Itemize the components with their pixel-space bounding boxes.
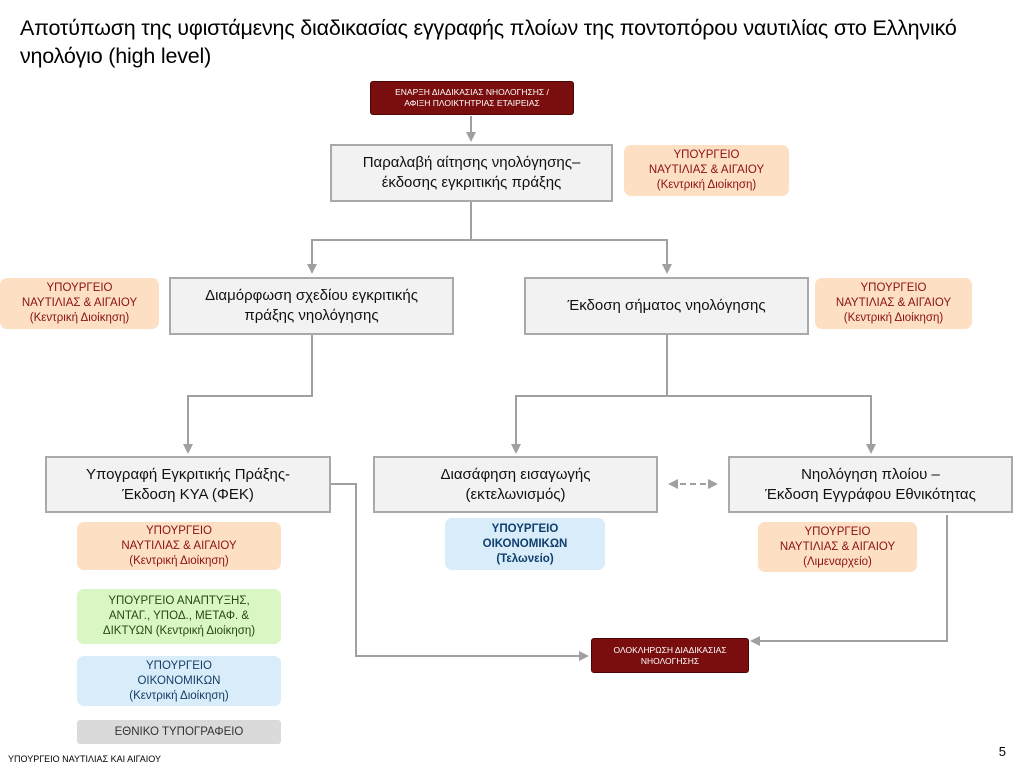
authority-label: (Κεντρική Διοίκηση) [129,689,229,702]
authority-label: ΥΠΟΥΡΓΕΙΟ ΑΝΑΠΤΥΞΗΣ, [108,595,250,607]
authority-ministry-central-right: ΥΠΟΥΡΓΕΙΟ ΝΑΥΤΙΛΙΑΣ & ΑΙΓΑΙΟΥ (Κεντρική Δι… [815,278,972,329]
arrow-draft-to-sign [183,335,313,454]
authority-label: ΝΑΥΤΙΛΙΑΣ & ΑΙΓΑΙΟΥ [121,539,237,552]
authority-label: (Κεντρική Διοίκηση) [29,312,130,324]
step-label: πράξης νηολόγησης [244,307,379,324]
authority-label: ΝΑΥΤΙΛΙΑΣ & ΑΙΓΑΙΟΥ [779,540,896,553]
authority-label: ΟΙΚΟΝΟΜΙΚΩΝ [137,674,221,687]
step-label: Έκδοση ΚΥΑ (ΦΕΚ) [122,485,254,503]
step-label: Παραλαβή αίτησης νηολόγησης– [362,154,581,171]
step-label: Έκδοση Εγγράφου Εθνικότητας [765,485,976,503]
step-label: (εκτελωνισμός) [465,485,566,503]
step-draft-approval: Διαμόρφωση σχεδίου εγκριτικής πράξης νηολ… [169,277,454,335]
authority-label: ΥΠΟΥΡΓΕΙΟ [804,525,871,538]
start-line1: ΕΝΑΡΞΗ ΔΙΑΔΙΚΑΣΙΑΣ ΝΗΟΛΟΓΗΣΗΣ / [395,87,549,97]
authority-label: ΥΠΟΥΡΓΕΙΟ [46,282,113,294]
authority-label: ΝΑΥΤΙΛΙΑΣ & ΑΙΓΑΙΟΥ [21,297,138,309]
authority-label: ΟΙΚΟΝΟΜΙΚΩΝ [482,537,568,550]
authority-ministry-central-left: ΥΠΟΥΡΓΕΙΟ ΝΑΥΤΙΛΙΑΣ & ΑΙΓΑΙΟΥ (Κεντρική Δι… [0,278,159,329]
arrow-mark-to-register [667,395,876,454]
step-receive-application: Παραλαβή αίτησης νηολόγησης– έκδοσης εγκρ… [330,144,613,202]
authority-label: ΑΝΤΑΓ., ΥΠΟΔ., ΜΕΤΑΦ. & [108,610,250,622]
authority-finance-customs: ΥΠΟΥΡΓΕΙΟ ΟΙΚΟΝΟΜΙΚΩΝ (Τελωνείο) [445,518,605,570]
authority-label: ΥΠΟΥΡΓΕΙΟ [491,522,559,535]
step-customs-declaration: Διασάφηση εισαγωγής (εκτελωνισμός) [373,456,658,513]
authority-label: ΥΠΟΥΡΓΕΙΟ [145,659,213,672]
authority-finance-central: ΥΠΟΥΡΓΕΙΟ ΟΙΚΟΝΟΜΙΚΩΝ (Κεντρική Διοίκηση) [77,656,281,706]
step-ship-registration: Νηολόγηση πλοίου – Έκδοση Εγγράφου Εθνικό… [728,456,1013,513]
arrow-sign-to-end [331,483,589,661]
footer-organization: ΥΠΟΥΡΓΕΙΟ ΝΑΥΤΙΛΙΑΣ ΚΑΙ ΑΙΓΑΙΟΥ [8,754,161,764]
start-line2: ΑΦΙΞΗ ΠΛΟΙΚΤΗΤΡΙΑΣ ΕΤΑΙΡΕΙΑΣ [404,98,540,108]
authority-label: (Λιμεναρχείο) [803,555,872,568]
arrow-receive-split [307,202,472,274]
authority-label: ΝΑΥΤΙΛΙΑΣ & ΑΙΓΑΙΟΥ [648,164,765,176]
step-label: Έκδοση σήματος νηολόγησης [567,297,766,314]
end-line1: ΟΛΟΚΛΗΡΩΣΗ ΔΙΑΔΙΚΑΣΙΑΣ [613,644,727,655]
authority-label: ΥΠΟΥΡΓΕΙΟ [673,149,740,161]
end-node: ΟΛΟΚΛΗΡΩΣΗ ΔΙΑΔΙΚΑΣΙΑΣ ΝΗΟΛΟΓΗΣΗΣ [591,638,749,673]
step-sign-approval: Υπογραφή Εγκριτικής Πράξης- Έκδοση ΚΥΑ (Φ… [45,456,331,513]
start-node: ΕΝΑΡΞΗ ΔΙΑΔΙΚΑΣΙΑΣ ΝΗΟΛΟΓΗΣΗΣ / ΑΦΙΞΗ ΠΛ… [370,81,574,115]
authority-label: ΝΑΥΤΙΛΙΑΣ & ΑΙΓΑΙΟΥ [835,297,952,309]
arrow-receive-to-mark [471,239,672,274]
slide-title: Αποτύπωση της υφιστάμενης διαδικασίας εγ… [20,16,957,68]
authority-label: ΥΠΟΥΡΓΕΙΟ [860,282,927,294]
authority-development-ministry: ΥΠΟΥΡΓΕΙΟ ΑΝΑΠΤΥΞΗΣ, ΑΝΤΑΓ., ΥΠΟΔ., ΜΕΤΑΦ… [77,589,281,644]
step-label: Διασάφηση εισαγωγής [440,465,591,483]
authority-label: (Κεντρική Διοίκηση) [656,179,757,191]
authority-label: (Κεντρική Διοίκηση) [129,554,229,567]
authority-label: ΥΠΟΥΡΓΕΙΟ [145,524,213,537]
step-label: Νηολόγηση πλοίου – [801,465,940,483]
authority-ministry-central-sign: ΥΠΟΥΡΓΕΙΟ ΝΑΥΤΙΛΙΑΣ & ΑΙΓΑΙΟΥ (Κεντρική Δι… [77,522,281,570]
page-number: 5 [998,744,1006,759]
step-label: Διαμόρφωση σχεδίου εγκριτικής [205,287,418,304]
authority-national-printing-office: ΕΘΝΙΚΟ ΤΥΠΟΓΡΑΦΕΙΟ [77,720,281,744]
authority-ministry-central-top: ΥΠΟΥΡΓΕΙΟ ΝΑΥΤΙΛΙΑΣ & ΑΙΓΑΙΟΥ (Κεντρική Δι… [624,145,789,196]
arrow-mark-split [511,335,668,454]
end-line2: ΝΗΟΛΟΓΗΣΗΣ [640,655,700,666]
authority-label: ΔΙΚΤΥΩΝ (Κεντρική Διοίκηση) [102,625,256,637]
authority-label: ΕΘΝΙΚΟ ΤΥΠΟΓΡΑΦΕΙΟ [114,725,244,738]
step-label: Υπογραφή Εγκριτικής Πράξης- [85,465,291,483]
authority-label: (Κεντρική Διοίκηση) [843,312,944,324]
authority-ministry-port: ΥΠΟΥΡΓΕΙΟ ΝΑΥΤΙΛΙΑΣ & ΑΙΓΑΙΟΥ (Λιμεναρχείο… [758,522,917,572]
arrow-register-to-end [750,515,948,646]
step-issue-registration-mark: Έκδοση σήματος νηολόγησης [524,277,809,335]
step-label: έκδοσης εγκριτικής πράξης [381,174,562,191]
authority-label: (Τελωνείο) [496,552,554,565]
